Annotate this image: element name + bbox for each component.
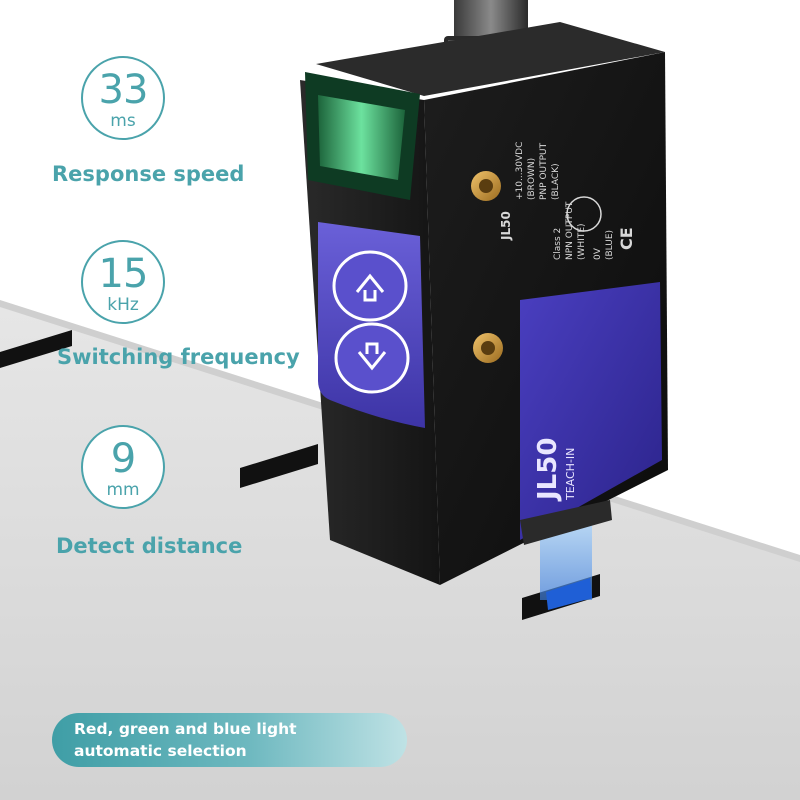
- registration-mark-2: [240, 444, 318, 488]
- voltage-wire-text: (BROWN): [527, 158, 537, 200]
- sensor-top-face: [316, 22, 665, 96]
- spec-unit: kHz: [107, 295, 139, 315]
- sensor-foot: [520, 500, 612, 545]
- front-label-text-group: JL50 TEACH-IN: [533, 438, 577, 502]
- spec-unit: ms: [110, 111, 136, 131]
- feature-banner: Red, green and blue light automatic sele…: [52, 713, 407, 767]
- spec-circle: 15 kHz: [81, 240, 165, 324]
- teach-button-down[interactable]: [334, 322, 410, 394]
- ground-wire-text: (BLUE): [605, 230, 615, 260]
- npn-output-text: NPN OUTPUT: [565, 201, 575, 260]
- front-label: [520, 282, 662, 540]
- light-spot: [546, 578, 592, 610]
- front-subtitle-text: TEACH-IN: [564, 448, 577, 501]
- pnp-wire-text: (BLACK): [551, 163, 561, 200]
- spec-label: Switching frequency: [57, 345, 300, 369]
- side-model-text: JL50: [499, 211, 513, 241]
- feature-banner-text: Red, green and blue light automatic sele…: [74, 720, 297, 760]
- teach-button-up[interactable]: [332, 250, 408, 322]
- spec-value: 33: [98, 67, 149, 113]
- emitter-lens-glow: [318, 95, 405, 180]
- spec-value: 9: [110, 436, 136, 482]
- light-beam: [540, 520, 592, 600]
- voltage-text: +10...30VDC: [515, 142, 525, 200]
- wiring-label: Class 2 NPN OUTPUT (WHITE) 0V (BLUE) +10…: [499, 142, 636, 260]
- spec-value: 15: [98, 251, 149, 297]
- pnp-output-text: PNP OUTPUT: [539, 142, 549, 200]
- ce-mark: CE: [617, 227, 636, 250]
- front-model-text: JL50: [533, 438, 563, 502]
- ground-text: 0V: [593, 247, 603, 260]
- connector-pinout-icon: [566, 196, 602, 232]
- npn-wire-text: (WHITE): [577, 223, 587, 260]
- spec-label: Detect distance: [56, 534, 243, 558]
- wiring-class-text: Class 2: [553, 228, 563, 260]
- spec-circle: 9 mm: [81, 425, 165, 509]
- spec-label: Response speed: [52, 162, 245, 186]
- spec-unit: mm: [106, 480, 140, 500]
- registration-mark-1: [0, 330, 72, 368]
- spec-circle: 33 ms: [81, 56, 165, 140]
